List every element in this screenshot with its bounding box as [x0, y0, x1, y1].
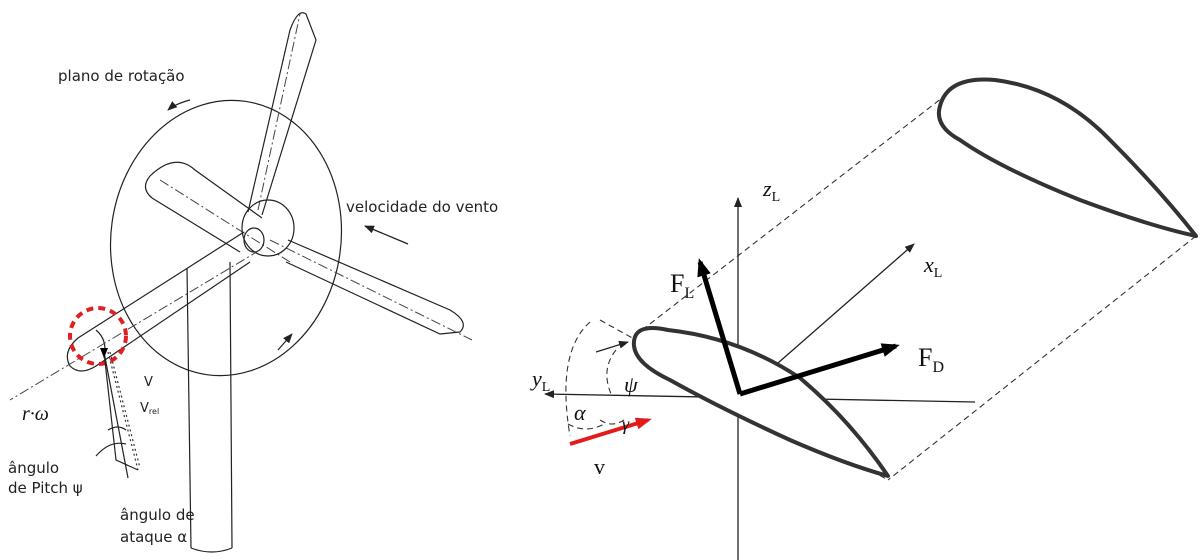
wind-turbine-diagram: plano de rotação velocidade do vento V V…: [8, 12, 498, 553]
gamma-label: γ: [622, 414, 630, 434]
y-axis-label: yL: [530, 366, 550, 395]
x-axis-label: xL: [923, 252, 942, 281]
psi-arc-arrow: [595, 340, 629, 353]
outer-dashed-arc: [565, 321, 591, 437]
vrel-label: Vrel: [140, 401, 159, 416]
rotation-plane-label: plano de rotação: [58, 67, 185, 85]
pitch-arc: [95, 442, 127, 457]
blade-right: [269, 239, 473, 341]
airfoil-force-diagram: zL xL yL FL FD ψ α γ v: [530, 77, 1198, 560]
alpha-label: α: [574, 400, 586, 425]
velocity-triangle: [95, 348, 141, 479]
lift-force-label: FL: [670, 269, 694, 302]
velocity-arrowhead: [100, 348, 108, 358]
attack-angle-label-2: ataque α: [120, 528, 187, 546]
attack-arc: [107, 426, 127, 431]
gamma-arc: [599, 419, 625, 425]
velocity-arrow: [569, 417, 652, 446]
turbine-tower: [186, 261, 233, 553]
psi-label: ψ: [624, 372, 638, 397]
psi-arc: [606, 349, 617, 397]
airfoil-back: [937, 77, 1198, 238]
angle-arcs: [565, 321, 629, 437]
rotation-arrow-top: [167, 99, 191, 111]
alpha-arc: [567, 423, 605, 430]
wind-direction-arrow: [364, 225, 409, 245]
pitch-angle-label-2: de Pitch ψ: [8, 479, 83, 497]
lift-force-arrow: [697, 258, 743, 395]
rotor-speed-line: [103, 351, 129, 479]
nacelle: [144, 161, 291, 263]
attack-angle-label-1: ângulo de: [120, 506, 195, 524]
wind-speed-label: velocidade do vento: [346, 198, 498, 216]
velocity-label: v: [594, 454, 605, 479]
blade-section-highlight: [68, 306, 128, 366]
drag-force-label: FD: [918, 343, 944, 376]
turbine-hub: [241, 199, 295, 257]
pitch-angle-label-1: ângulo: [8, 459, 59, 477]
z-axis-label: zL: [762, 176, 780, 205]
v-label: V: [144, 375, 153, 390]
rotation-plane-ellipse: [109, 99, 343, 377]
drag-force-arrow: [739, 343, 900, 397]
airfoil-front: [631, 326, 890, 478]
rotation-arrow-bottom: [277, 333, 293, 351]
r-omega-label: r·ω: [22, 403, 49, 425]
blade-lower-left: [9, 231, 261, 401]
blade-upper: [247, 12, 317, 216]
relative-velocity-line: [107, 351, 139, 471]
